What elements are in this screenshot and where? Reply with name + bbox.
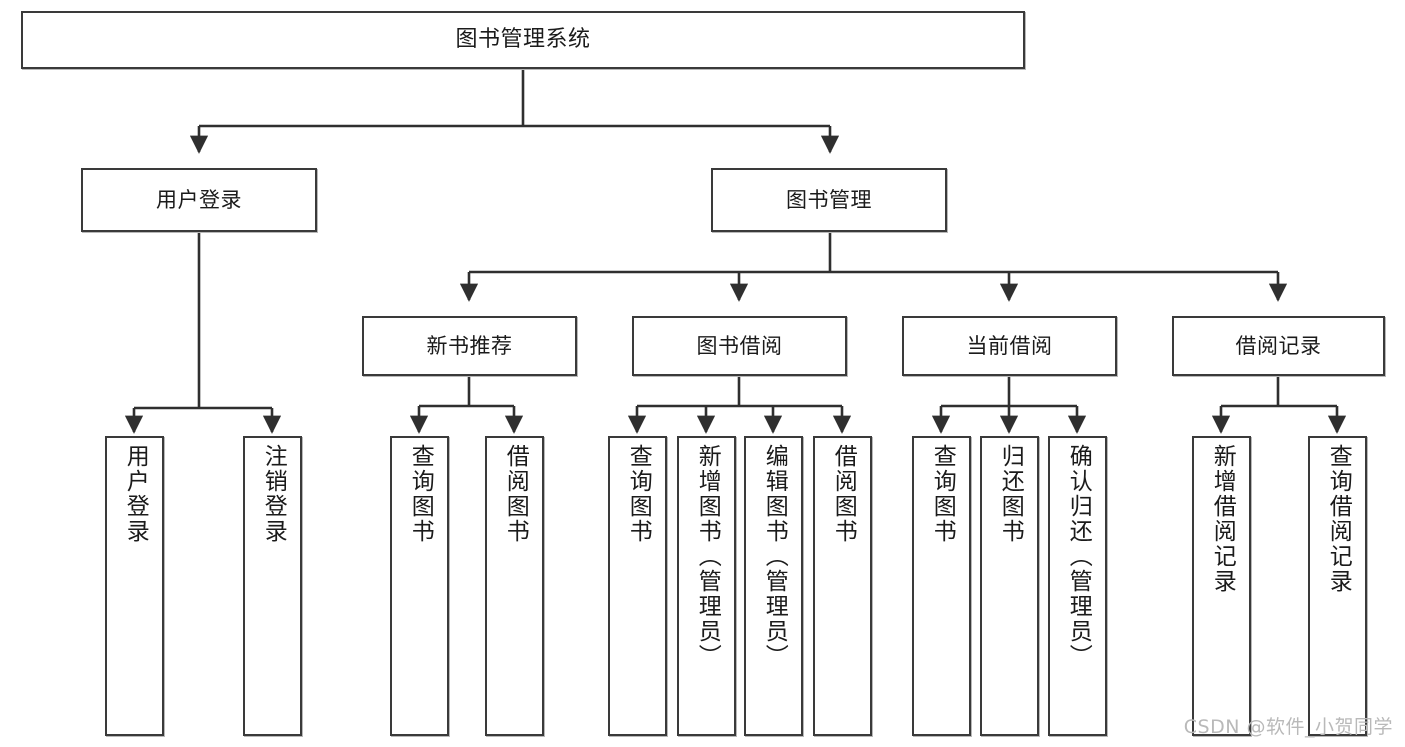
node-new-book-recommend-label: 新书推荐 — [426, 333, 513, 358]
node-root-label: 图书管理系统 — [455, 27, 591, 53]
node-leaf-user-login[interactable]: 用户登录 — [105, 436, 164, 736]
node-leaf-edit-book-label: 编辑图书（管理员） — [761, 444, 788, 669]
node-new-book-recommend[interactable]: 新书推荐 — [362, 316, 577, 376]
node-leaf-query-book-2[interactable]: 查询图书 — [608, 436, 667, 736]
node-current-borrow-label: 当前借阅 — [966, 333, 1053, 358]
node-leaf-query-book-2-label: 查询图书 — [625, 444, 652, 544]
node-borrow-record-label: 借阅记录 — [1235, 333, 1322, 358]
node-leaf-query-record-label: 查询借阅记录 — [1325, 444, 1352, 594]
node-leaf-confirm-return[interactable]: 确认归还（管理员） — [1048, 436, 1107, 736]
node-leaf-add-record[interactable]: 新增借阅记录 — [1192, 436, 1251, 736]
node-leaf-borrow-book-2-label: 借阅图书 — [830, 444, 857, 544]
node-leaf-query-book-3[interactable]: 查询图书 — [912, 436, 971, 736]
node-root[interactable]: 图书管理系统 — [21, 11, 1025, 69]
node-current-borrow[interactable]: 当前借阅 — [902, 316, 1117, 376]
node-leaf-add-record-label: 新增借阅记录 — [1209, 444, 1236, 594]
node-leaf-add-book[interactable]: 新增图书（管理员） — [677, 436, 736, 736]
node-leaf-query-book-1-label: 查询图书 — [407, 444, 434, 544]
node-user-login-label: 用户登录 — [156, 187, 242, 212]
node-leaf-return-book[interactable]: 归还图书 — [980, 436, 1039, 736]
node-leaf-edit-book[interactable]: 编辑图书（管理员） — [744, 436, 803, 736]
node-leaf-logout-login[interactable]: 注销登录 — [243, 436, 302, 736]
node-leaf-query-book-3-label: 查询图书 — [929, 444, 956, 544]
node-leaf-logout-login-label: 注销登录 — [260, 444, 287, 544]
node-leaf-confirm-return-label: 确认归还（管理员） — [1065, 444, 1092, 669]
node-leaf-borrow-book-1[interactable]: 借阅图书 — [485, 436, 544, 736]
node-leaf-borrow-book-1-label: 借阅图书 — [502, 444, 529, 544]
node-leaf-add-book-label: 新增图书（管理员） — [694, 444, 721, 669]
node-leaf-return-book-label: 归还图书 — [997, 444, 1024, 544]
node-user-login[interactable]: 用户登录 — [81, 168, 317, 232]
node-borrow-record[interactable]: 借阅记录 — [1172, 316, 1385, 376]
node-book-manage-label: 图书管理 — [786, 187, 872, 212]
node-leaf-borrow-book-2[interactable]: 借阅图书 — [813, 436, 872, 736]
node-leaf-user-login-label: 用户登录 — [122, 444, 149, 544]
node-book-borrow-label: 图书借阅 — [696, 333, 783, 358]
watermark: CSDN @软件_小贺同学 — [1183, 716, 1393, 738]
node-book-manage[interactable]: 图书管理 — [711, 168, 947, 232]
node-book-borrow[interactable]: 图书借阅 — [632, 316, 847, 376]
node-leaf-query-record[interactable]: 查询借阅记录 — [1308, 436, 1367, 736]
node-leaf-query-book-1[interactable]: 查询图书 — [390, 436, 449, 736]
